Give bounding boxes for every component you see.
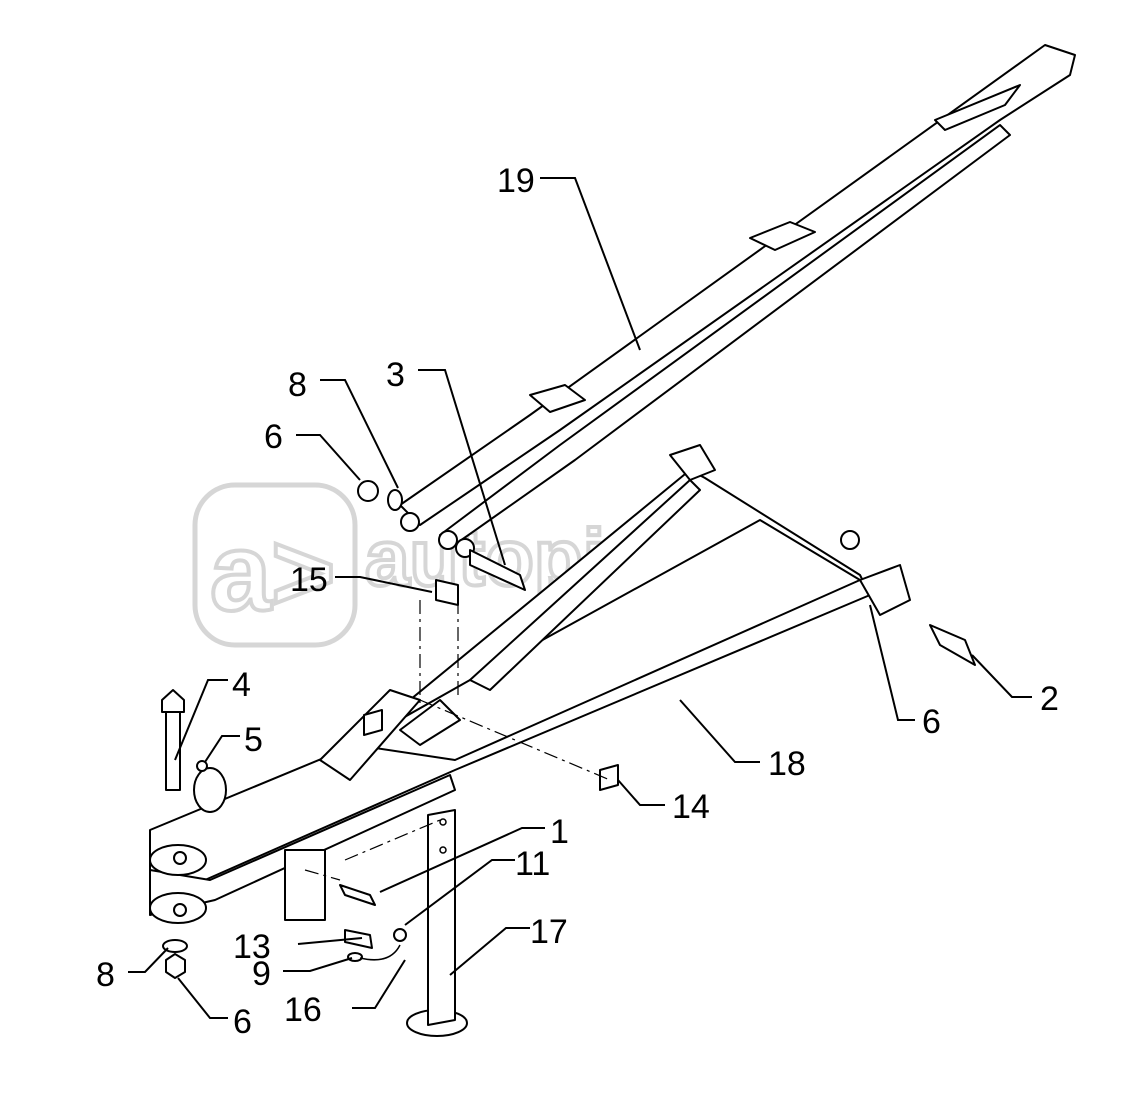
- callout-number: 19: [497, 162, 535, 200]
- callout-number: 8: [288, 366, 307, 404]
- callout-leader-line: [174, 679, 228, 761]
- callout-number: 5: [244, 721, 263, 759]
- callout-number: 16: [284, 991, 322, 1029]
- callout-leader-line: [320, 379, 399, 489]
- svg-text:a>: a>: [210, 511, 335, 634]
- callout-number: 14: [672, 788, 710, 826]
- callout-number: 11: [515, 845, 550, 883]
- callout-number: 8: [96, 956, 115, 994]
- callout-leader-line: [869, 604, 915, 721]
- callout-leader-line: [297, 937, 363, 945]
- callout-number: 3: [386, 356, 405, 394]
- callout-number: 9: [252, 955, 271, 993]
- callout-leader-line: [449, 927, 530, 976]
- callout-leader-line: [379, 827, 545, 893]
- callout-number: 6: [264, 418, 283, 456]
- callout-leader-line: [352, 959, 406, 1009]
- callout-number: 6: [922, 703, 941, 741]
- callout-leader-line: [296, 434, 361, 481]
- callout-leader-line: [617, 779, 665, 806]
- callout-number: 13: [233, 928, 271, 966]
- a-frame: [149, 444, 911, 924]
- jack-stand: [406, 809, 468, 1037]
- callout-number: 1: [550, 813, 569, 851]
- callout-number: 4: [232, 666, 251, 704]
- callout-leader-line: [418, 369, 506, 566]
- callout-number: 6: [233, 1003, 252, 1041]
- callout-number: 2: [1040, 680, 1059, 718]
- callout-leader-line: [971, 654, 1032, 698]
- callout-leader-line: [283, 957, 353, 972]
- callout-number: 15: [290, 561, 328, 599]
- boom-arm: [399, 44, 1076, 550]
- callout-number: 18: [768, 745, 806, 783]
- callout-leader-line: [128, 947, 169, 973]
- callout-number: 17: [530, 913, 568, 951]
- hardware-parts: [161, 480, 976, 979]
- callout-leader-line: [540, 177, 641, 351]
- callout-leader-line: [177, 977, 228, 1019]
- callout-leader-line: [679, 699, 760, 763]
- callout-leader-line: [335, 576, 433, 593]
- callout-leader-line: [204, 735, 240, 763]
- callout-leader-line: [404, 859, 515, 926]
